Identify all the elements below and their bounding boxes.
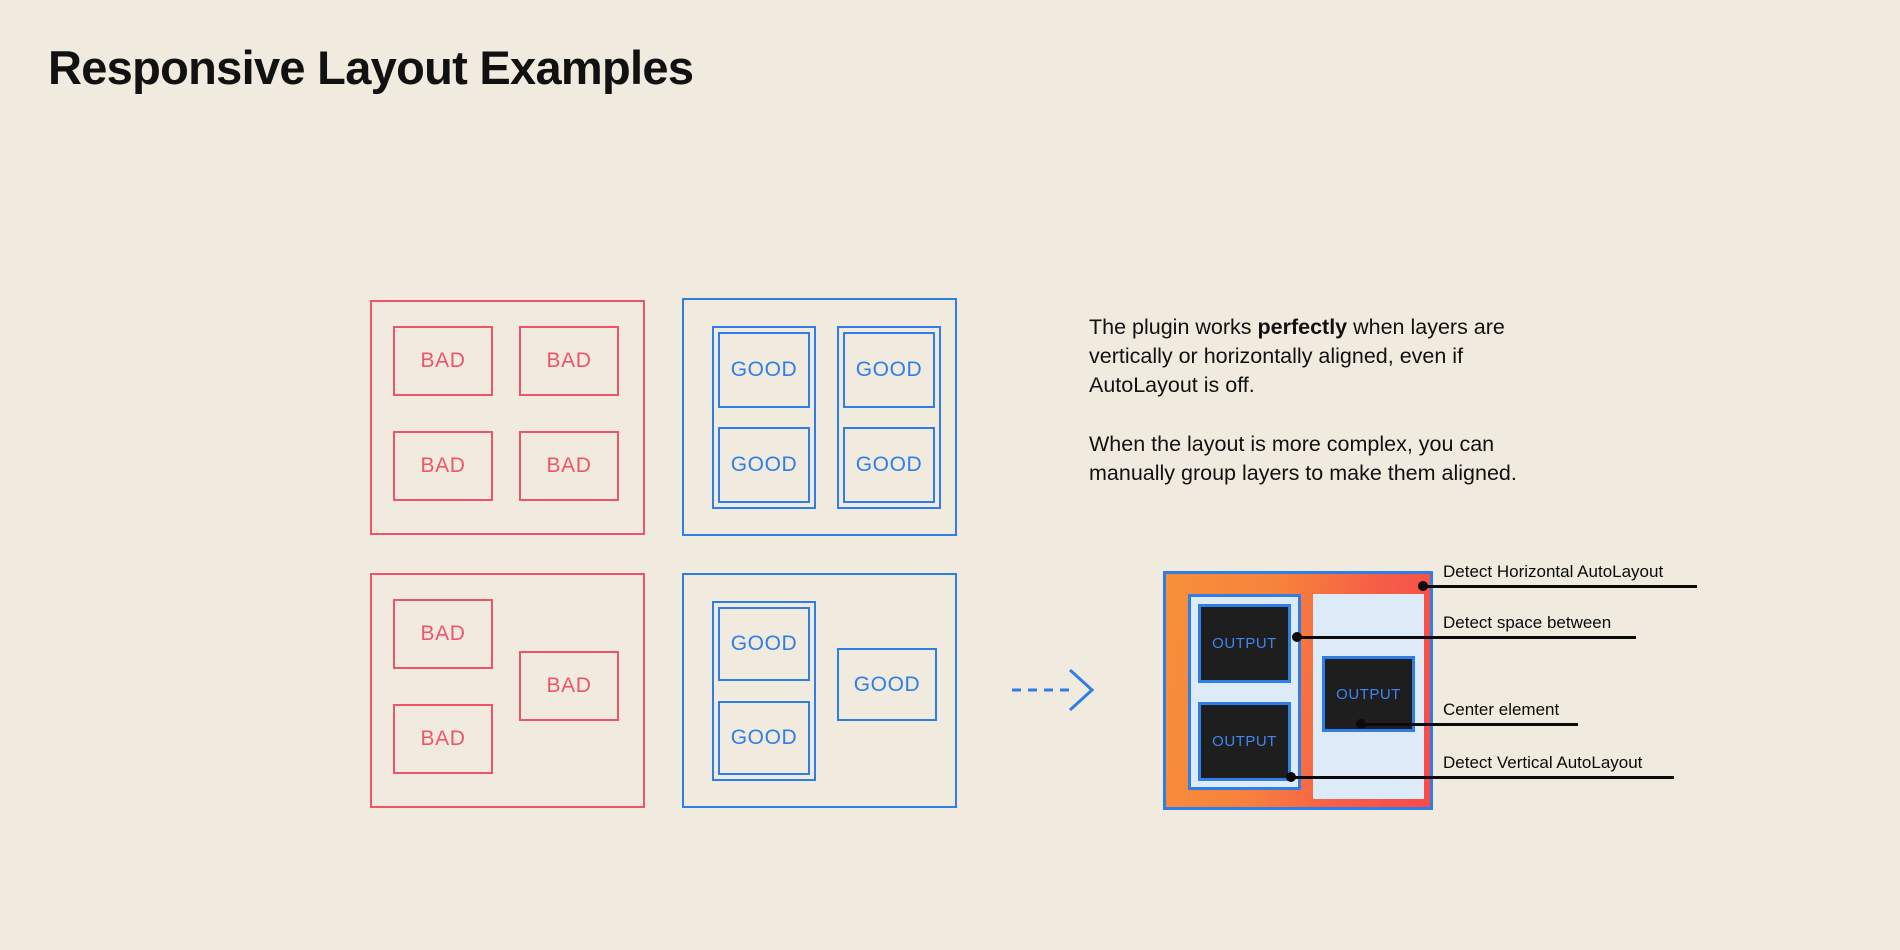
annotation-label-detect-vertical-autolayout: Detect Vertical AutoLayout <box>1443 753 1643 772</box>
annotation-label-detect-space-between: Detect space between <box>1443 613 1612 632</box>
bad-cell: BAD <box>519 431 619 501</box>
annotation-anchor-dot <box>1356 719 1366 729</box>
good-cell: GOOD <box>843 427 935 503</box>
paragraph-1-bold: perfectly <box>1257 315 1348 339</box>
bad-grid-top-panel: BAD BAD BAD BAD <box>370 300 645 535</box>
paragraph-1-text-a: The plugin works <box>1089 315 1258 339</box>
annotation-anchor-dot <box>1286 772 1296 782</box>
bad-cell: BAD <box>393 431 493 501</box>
annotation-anchor-dot <box>1418 581 1428 591</box>
mockup-right-panel: OUTPUT <box>1313 594 1424 799</box>
description-paragraph-2: When the layout is more complex, you can… <box>1089 432 1517 485</box>
page-title: Responsive Layout Examples <box>48 41 694 94</box>
annotation-leader-line <box>1360 723 1578 726</box>
annotation-leader-line <box>1422 585 1697 588</box>
annotation-leader-line <box>1290 776 1674 779</box>
good-cell: GOOD <box>718 701 810 775</box>
output-box: OUTPUT <box>1198 604 1291 683</box>
good-cell: GOOD <box>718 427 810 503</box>
output-box: OUTPUT <box>1198 702 1291 781</box>
dashed-arrow-right-icon <box>1010 665 1100 715</box>
good-grid-bottom-panel: GOOD GOOD GOOD <box>682 573 957 808</box>
good-cell: GOOD <box>843 332 935 408</box>
mockup-left-group: OUTPUT OUTPUT <box>1188 594 1301 790</box>
bad-cell: BAD <box>393 599 493 669</box>
output-mockup: OUTPUT OUTPUT OUTPUT <box>1163 571 1433 810</box>
good-group-wrapper: GOOD GOOD <box>712 601 816 781</box>
good-cell: GOOD <box>718 332 810 408</box>
bad-cell: BAD <box>393 704 493 774</box>
annotation-label-detect-horizontal-autolayout: Detect Horizontal AutoLayout <box>1443 562 1664 581</box>
annotation-anchor-dot <box>1292 632 1302 642</box>
paragraph-1-text-b: when layers are vertically or horizontal… <box>1089 315 1505 397</box>
annotation-label-center-element: Center element <box>1443 700 1560 719</box>
good-cell: GOOD <box>837 648 937 721</box>
good-group-wrapper: GOOD GOOD <box>837 326 941 509</box>
output-box: OUTPUT <box>1322 656 1415 732</box>
good-grid-top-panel: GOOD GOOD GOOD GOOD <box>682 298 957 536</box>
bad-cell: BAD <box>393 326 493 396</box>
good-cell: GOOD <box>718 607 810 681</box>
bad-grid-bottom-panel: BAD BAD BAD <box>370 573 645 808</box>
description-paragraph-1: The plugin works perfectly when layers a… <box>1089 313 1509 400</box>
annotation-leader-line <box>1296 636 1636 639</box>
bad-cell: BAD <box>519 651 619 721</box>
good-group-wrapper: GOOD GOOD <box>712 326 816 509</box>
bad-cell: BAD <box>519 326 619 396</box>
